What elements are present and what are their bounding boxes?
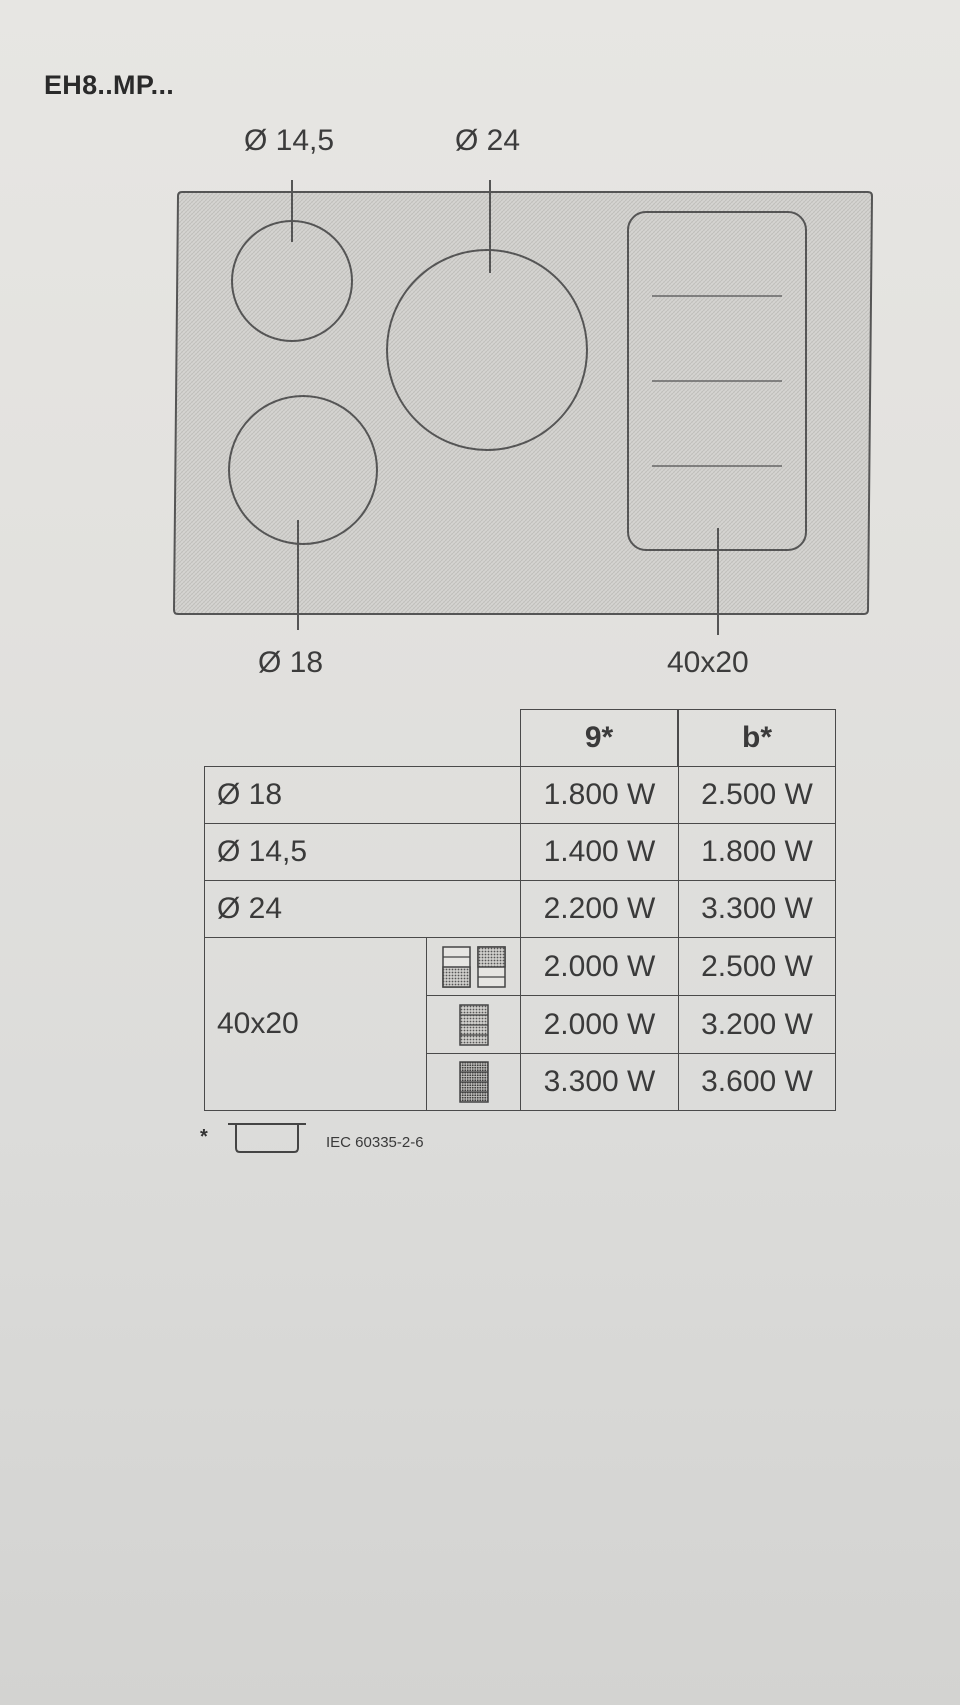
hob-diagram <box>172 180 874 635</box>
zone-label-small: Ø 14,5 <box>244 124 335 157</box>
cell-large-normal: 2.200 W <box>520 880 679 938</box>
row-zone-medium: Ø 18 <box>204 766 521 824</box>
full-zone-boost-icon <box>458 1061 489 1103</box>
row-zone-flex: 40x20 <box>204 937 427 1111</box>
cell-medium-boost: 2.500 W <box>678 766 836 824</box>
footnote-standard: IEC 60335-2-6 <box>326 1134 424 1151</box>
cooking-zone-large <box>386 249 588 451</box>
header-boost-power: b* <box>678 709 836 767</box>
zone-label-medium: Ø 18 <box>258 646 324 679</box>
cell-flex-boost-normal: 3.300 W <box>520 1053 679 1111</box>
model-title: EH8..MP... <box>44 70 175 100</box>
cell-medium-normal: 1.800 W <box>520 766 679 824</box>
flex-mode-icon-cell-3 <box>426 1053 521 1111</box>
header-blank <box>204 709 520 767</box>
cell-flex-boost-boost: 3.600 W <box>678 1053 836 1111</box>
zone-label-flex: 40x20 <box>667 646 749 679</box>
row-zone-large: Ø 24 <box>204 880 521 938</box>
cell-flex-halves-boost: 2.500 W <box>678 937 836 996</box>
power-table: 9* b* Ø 18 1.800 W 2.500 W Ø 14,5 1.400 … <box>204 709 836 1117</box>
pan-icon <box>228 1123 306 1153</box>
flex-mode-icon-cell-2 <box>426 995 521 1054</box>
footnote-star: * <box>200 1126 208 1148</box>
flex-mode-icon-cell-1 <box>426 937 521 996</box>
cooking-zone-medium <box>228 395 378 545</box>
cell-small-boost: 1.800 W <box>678 823 836 881</box>
zone-label-large: Ø 24 <box>455 124 521 157</box>
header-normal-power: 9* <box>520 709 678 767</box>
cell-flex-full-normal: 2.000 W <box>520 995 679 1054</box>
two-halves-icon <box>441 945 506 988</box>
full-zone-icon <box>458 1003 489 1046</box>
cell-small-normal: 1.400 W <box>520 823 679 881</box>
row-zone-small: Ø 14,5 <box>204 823 521 881</box>
cell-flex-full-boost: 3.200 W <box>678 995 836 1054</box>
cell-large-boost: 3.300 W <box>678 880 836 938</box>
cell-flex-halves-normal: 2.000 W <box>520 937 679 996</box>
